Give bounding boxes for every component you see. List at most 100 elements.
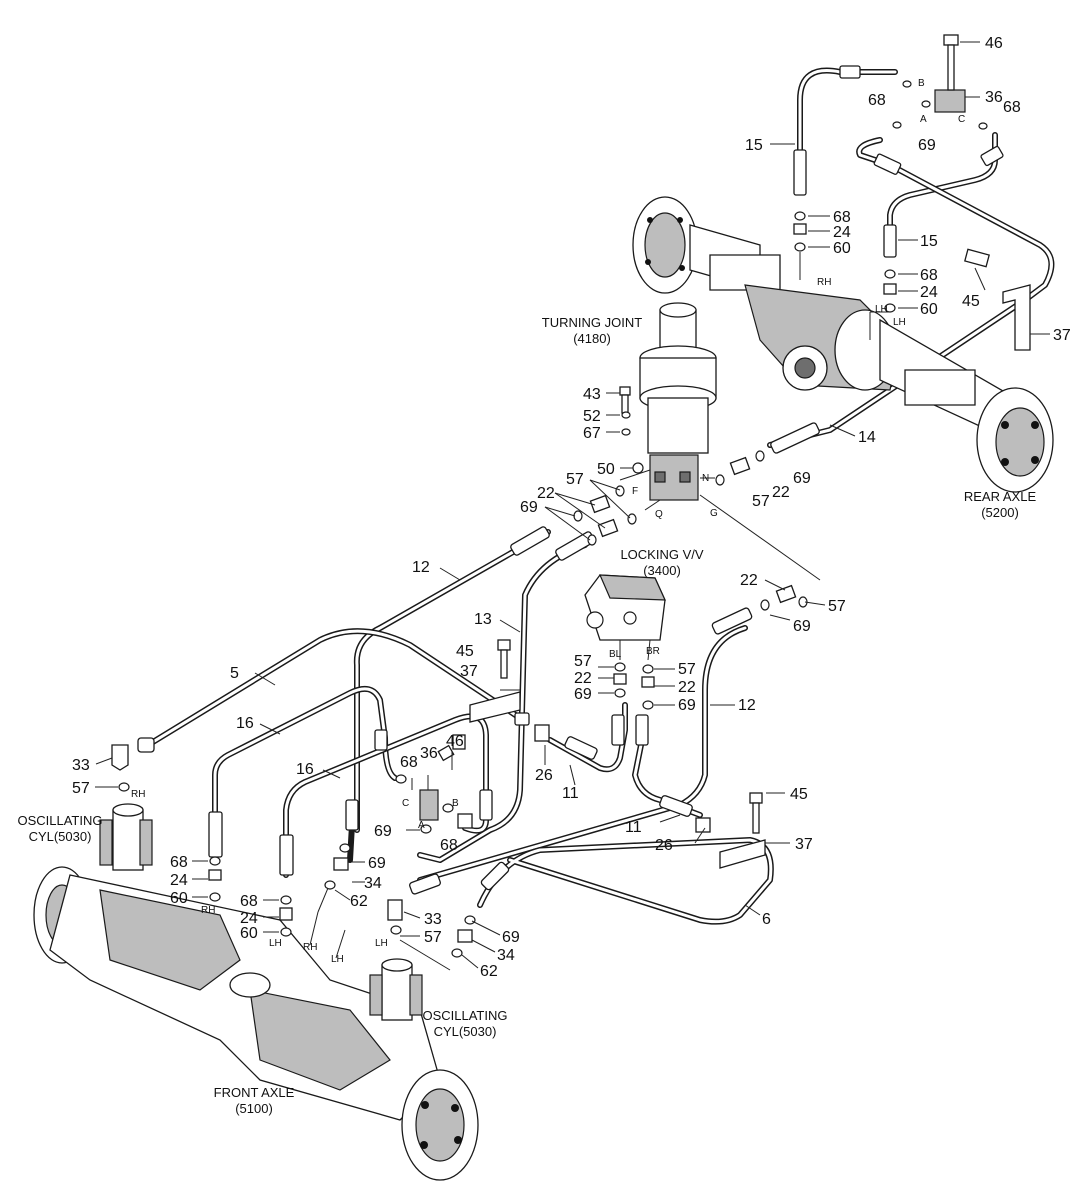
callout: 68 bbox=[440, 837, 458, 854]
callout: 22 bbox=[574, 670, 592, 687]
port-letter: F bbox=[632, 486, 638, 497]
callout: 14 bbox=[858, 429, 876, 446]
port-letter: BL bbox=[609, 649, 622, 660]
side-mark: LH bbox=[375, 938, 388, 949]
callout: 22 bbox=[678, 679, 696, 696]
side-mark: LH bbox=[875, 304, 888, 315]
side-mark: LH bbox=[269, 938, 282, 949]
callout: 11 bbox=[625, 819, 642, 836]
front-axle-code: (5100) bbox=[235, 1101, 273, 1116]
callout: 69 bbox=[793, 618, 811, 635]
callout: 43 bbox=[583, 386, 601, 403]
callout: 57 bbox=[566, 471, 584, 488]
side-mark: LH bbox=[331, 954, 344, 965]
callout: 33 bbox=[424, 911, 442, 928]
turning-joint-label: TURNING JOINT bbox=[542, 315, 642, 330]
leader-lines bbox=[95, 41, 1050, 971]
callout: 57 bbox=[752, 493, 770, 510]
callout: 24 bbox=[240, 910, 258, 927]
callout: 69 bbox=[502, 929, 520, 946]
callout: 62 bbox=[350, 893, 368, 910]
callout: 60 bbox=[920, 301, 938, 318]
callout: 46 bbox=[446, 733, 464, 750]
callout: 69 bbox=[793, 470, 811, 487]
port-letters: B A C F N Q G BL BR C B A bbox=[402, 78, 965, 831]
callout: 45 bbox=[962, 293, 980, 310]
callout: 57 bbox=[678, 661, 696, 678]
callout: 69 bbox=[374, 823, 392, 840]
callout: 68 bbox=[170, 854, 188, 871]
port-letter: Q bbox=[655, 509, 663, 520]
callout: 69 bbox=[574, 686, 592, 703]
front-axle bbox=[33, 866, 479, 1181]
callout: 60 bbox=[240, 925, 258, 942]
locking-valve bbox=[584, 574, 666, 661]
callout: 11 bbox=[562, 785, 579, 802]
callout: 62 bbox=[480, 963, 498, 980]
callout: 57 bbox=[72, 780, 90, 797]
callout: 37 bbox=[795, 836, 813, 853]
side-mark: RH bbox=[201, 905, 215, 916]
callout: 69 bbox=[918, 137, 936, 154]
callout: 24 bbox=[920, 284, 938, 301]
callout: 37 bbox=[460, 663, 478, 680]
callout: 57 bbox=[424, 929, 442, 946]
callout: 33 bbox=[72, 757, 90, 774]
callout: 69 bbox=[678, 697, 696, 714]
callout: 68 bbox=[833, 209, 851, 226]
callout: 37 bbox=[1053, 327, 1071, 344]
callout: 24 bbox=[833, 224, 851, 241]
callout: 69 bbox=[368, 855, 386, 872]
clamp-brackets bbox=[469, 284, 1031, 869]
callout: 22 bbox=[740, 572, 758, 589]
side-marks: RH LH RH RH LH LH LH RH LH bbox=[131, 277, 906, 965]
rear-axle-label: REAR AXLE bbox=[964, 489, 1037, 504]
callout: 34 bbox=[497, 947, 515, 964]
locking-valve-code: (3400) bbox=[643, 563, 681, 578]
callout: 60 bbox=[170, 890, 188, 907]
rear-axle bbox=[632, 196, 1054, 493]
callout: 45 bbox=[456, 643, 474, 660]
callout: 68 bbox=[400, 754, 418, 771]
callout: 22 bbox=[537, 485, 555, 502]
side-mark: RH bbox=[131, 789, 145, 800]
callout: 6 bbox=[762, 911, 771, 928]
callout: 12 bbox=[738, 697, 756, 714]
port-letter: A bbox=[920, 114, 927, 125]
callout: 68 bbox=[240, 893, 258, 910]
turning-joint-code: (4180) bbox=[573, 331, 611, 346]
callout: 69 bbox=[520, 499, 538, 516]
side-mark: RH bbox=[817, 277, 831, 288]
port-letter: G bbox=[710, 508, 718, 519]
port-letter: C bbox=[958, 114, 965, 125]
assembly-labels: TURNING JOINT (4180) REAR AXLE (5200) FR… bbox=[17, 315, 1036, 1116]
callout: 34 bbox=[364, 875, 382, 892]
front-axle-label: FRONT AXLE bbox=[214, 1085, 295, 1100]
callout: 46 bbox=[985, 35, 1003, 52]
callout: 15 bbox=[745, 137, 763, 154]
oscillating-cylinder-left-code: CYL(5030) bbox=[29, 829, 92, 844]
callout: 16 bbox=[296, 761, 314, 778]
callout: 45 bbox=[790, 786, 808, 803]
port-letter: C bbox=[402, 798, 409, 809]
callout: 68 bbox=[920, 267, 938, 284]
oscillating-cylinder-right-code: CYL(5030) bbox=[434, 1024, 497, 1039]
callout: 60 bbox=[833, 240, 851, 257]
port-letter: N bbox=[702, 473, 709, 484]
callout: 68 bbox=[1003, 99, 1021, 116]
oscillating-cylinder-left bbox=[99, 803, 153, 871]
bolts bbox=[437, 34, 990, 834]
callout: 22 bbox=[772, 484, 790, 501]
callout: 57 bbox=[574, 653, 592, 670]
side-mark: RH bbox=[303, 942, 317, 953]
tee-blocks bbox=[419, 89, 966, 821]
callout: 50 bbox=[597, 461, 615, 478]
part-callouts: 46 36 68 68 69 15 68 24 60 15 68 24 60 4… bbox=[72, 35, 1071, 980]
callout: 13 bbox=[474, 611, 492, 628]
seals-and-adapters bbox=[111, 80, 988, 958]
callout: 26 bbox=[655, 837, 673, 854]
oscillating-cylinder-right-label: OSCILLATING bbox=[422, 1008, 507, 1023]
callout: 15 bbox=[920, 233, 938, 250]
callout: 67 bbox=[583, 425, 601, 442]
hose-fittings bbox=[137, 65, 1004, 895]
